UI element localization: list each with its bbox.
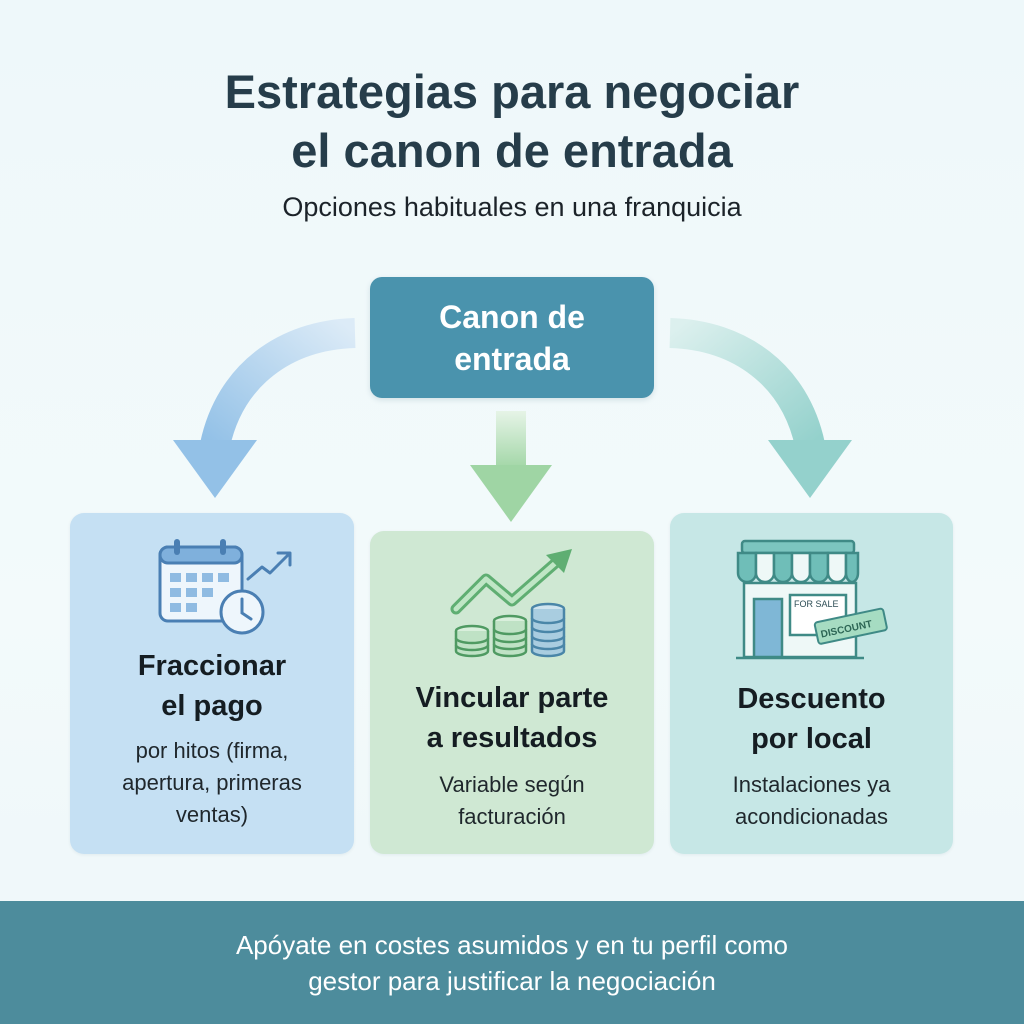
card-description: Instalaciones ya acondicionadas xyxy=(670,769,953,833)
storefront-icon: FOR SALE DISCOUNT xyxy=(736,539,888,660)
card-fraccionar-pago: Fraccionar el pago por hitos (firma, ape… xyxy=(70,513,354,854)
card-title-line: el pago xyxy=(161,690,263,722)
title-line-1: Estrategias para negociar xyxy=(224,65,800,118)
card-desc-line: facturación xyxy=(458,804,566,829)
growth-coins-icon xyxy=(450,549,572,658)
card-vincular-resultados: Vincular parte a resultados Variable seg… xyxy=(370,531,654,854)
card-title-line: Descuento xyxy=(737,683,886,715)
card-title: Vincular parte a resultados xyxy=(370,678,654,758)
footer-banner: Apóyate en costes asumidos y en tu perfi… xyxy=(0,901,1024,1024)
card-desc-line: Variable según xyxy=(439,772,585,797)
card-desc-line: ventas) xyxy=(175,802,249,827)
page-subtitle: Opciones habituales en una franquicia xyxy=(282,192,742,222)
arrow-center xyxy=(470,411,552,522)
card-desc-line: acondicionadas xyxy=(735,804,888,829)
for-sale-sign-text: FOR SALE xyxy=(794,599,839,609)
root-node-canon: Canon de entrada xyxy=(370,277,654,398)
card-descuento-local: FOR SALE DISCOUNT Descuento por local In… xyxy=(670,513,953,854)
footer-line-2: gestor para justificar la negociación xyxy=(308,965,716,996)
card-title-line: Vincular parte xyxy=(415,682,609,714)
card-title-line: por local xyxy=(751,723,872,755)
discount-tag: DISCOUNT xyxy=(813,607,888,645)
root-line-2: entrada xyxy=(454,340,570,377)
title-line-2: el canon de entrada xyxy=(291,124,733,177)
arrow-left xyxy=(173,318,356,498)
card-description: Variable según facturación xyxy=(370,769,654,833)
card-title: Fraccionar el pago xyxy=(70,646,354,726)
card-title-line: a resultados xyxy=(426,722,598,754)
root-line-1: Canon de xyxy=(439,298,585,335)
footer-line-1: Apóyate en costes asumidos y en tu perfi… xyxy=(235,929,789,960)
card-desc-line: por hitos (firma, xyxy=(135,738,289,763)
arrow-right xyxy=(669,318,852,498)
calendar-clock-icon xyxy=(158,539,292,635)
card-description: por hitos (firma, apertura, primeras ven… xyxy=(70,735,354,831)
card-desc-line: apertura, primeras xyxy=(122,770,302,795)
page-title: Estrategias para negociar el canon de en… xyxy=(0,62,1024,180)
card-title-line: Fraccionar xyxy=(137,650,287,682)
card-desc-line: Instalaciones ya xyxy=(732,772,891,797)
card-title: Descuento por local xyxy=(670,679,953,759)
